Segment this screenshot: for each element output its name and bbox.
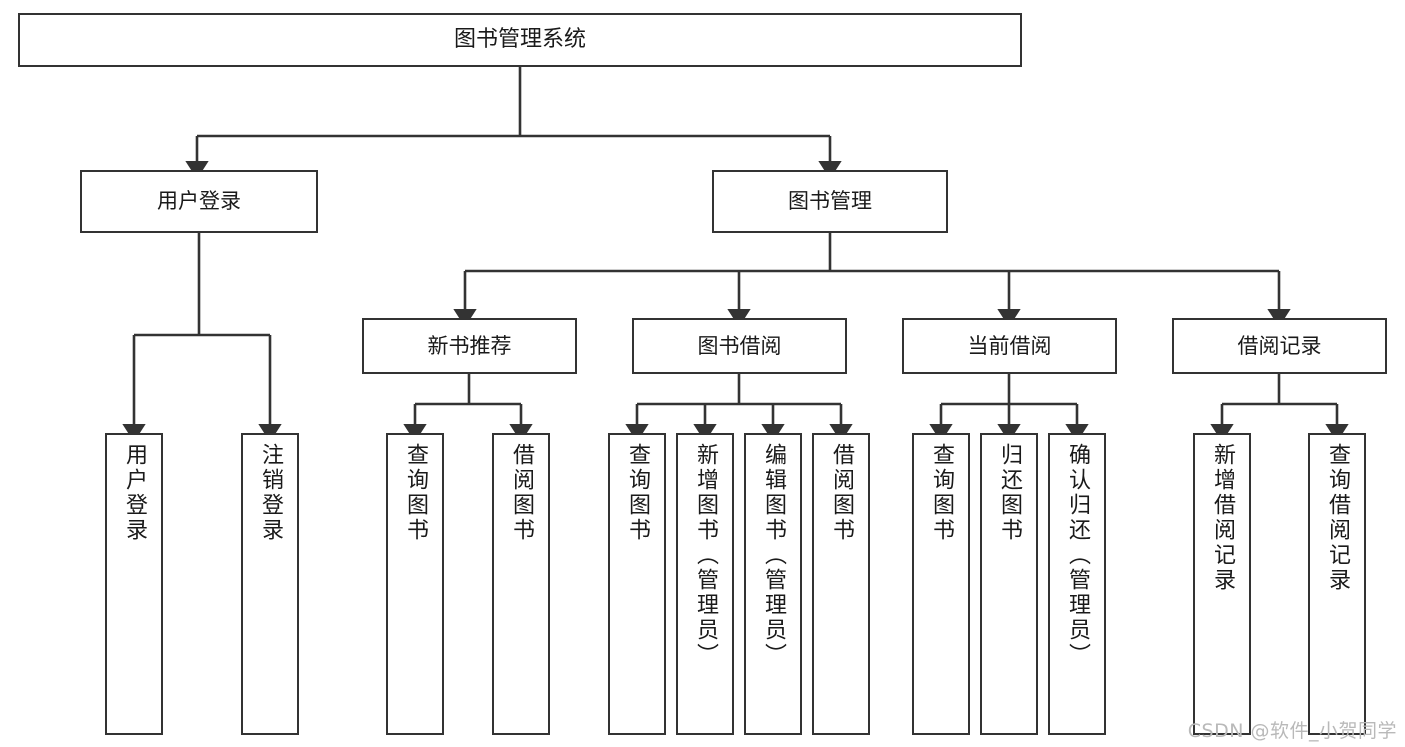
leaf-bookborrow-add-book-label: 新增图书（管理员） [693,443,718,668]
node-book-borrow-label: 图书借阅 [697,333,782,358]
node-user-login-label: 用户登录 [157,189,241,214]
node-book-management-label: 图书管理 [788,189,872,214]
leaf-newbook-borrow-book[interactable]: 借阅图书 [492,433,550,735]
leaf-user-login[interactable]: 用户登录 [105,433,163,735]
node-user-login[interactable]: 用户登录 [80,170,318,233]
leaf-bookborrow-edit-book[interactable]: 编辑图书（管理员） [744,433,802,735]
node-borrow-record[interactable]: 借阅记录 [1172,318,1387,374]
leaf-bookborrow-query-book[interactable]: 查询图书 [608,433,666,735]
node-borrow-record-label: 借阅记录 [1237,333,1322,358]
leaf-currentborrow-return-book[interactable]: 归还图书 [980,433,1038,735]
leaf-logout-label: 注销登录 [258,443,283,543]
csdn-watermark: CSDN @软件_小贺同学 [1187,720,1397,742]
leaf-currentborrow-confirm-return[interactable]: 确认归还（管理员） [1048,433,1106,735]
leaf-logout[interactable]: 注销登录 [241,433,299,735]
leaf-user-login-label: 用户登录 [122,443,147,543]
leaf-bookborrow-add-book[interactable]: 新增图书（管理员） [676,433,734,735]
leaf-bookborrow-borrow-book[interactable]: 借阅图书 [812,433,870,735]
leaf-bookborrow-query-book-label: 查询图书 [625,443,650,543]
leaf-borrowrecord-add-record[interactable]: 新增借阅记录 [1193,433,1251,735]
leaf-bookborrow-borrow-book-label: 借阅图书 [829,443,854,543]
node-book-borrow[interactable]: 图书借阅 [632,318,847,374]
leaf-currentborrow-query-book-label: 查询图书 [929,443,954,543]
node-current-borrow[interactable]: 当前借阅 [902,318,1117,374]
leaf-currentborrow-return-book-label: 归还图书 [997,443,1022,543]
node-root-system[interactable]: 图书管理系统 [18,13,1022,67]
leaf-borrowrecord-query-record[interactable]: 查询借阅记录 [1308,433,1366,735]
leaf-currentborrow-query-book[interactable]: 查询图书 [912,433,970,735]
leaf-bookborrow-edit-book-label: 编辑图书（管理员） [761,443,786,668]
leaf-borrowrecord-add-record-label: 新增借阅记录 [1210,443,1235,593]
node-book-management[interactable]: 图书管理 [712,170,948,233]
leaf-currentborrow-confirm-return-label: 确认归还（管理员） [1065,443,1090,668]
leaf-newbook-query-book[interactable]: 查询图书 [386,433,444,735]
node-new-book-recommend-label: 新书推荐 [427,333,512,358]
leaf-borrowrecord-query-record-label: 查询借阅记录 [1325,443,1350,593]
node-current-borrow-label: 当前借阅 [967,333,1052,358]
leaf-newbook-query-book-label: 查询图书 [403,443,428,543]
leaf-newbook-borrow-book-label: 借阅图书 [509,443,534,543]
node-root-system-label: 图书管理系统 [453,27,586,53]
node-new-book-recommend[interactable]: 新书推荐 [362,318,577,374]
